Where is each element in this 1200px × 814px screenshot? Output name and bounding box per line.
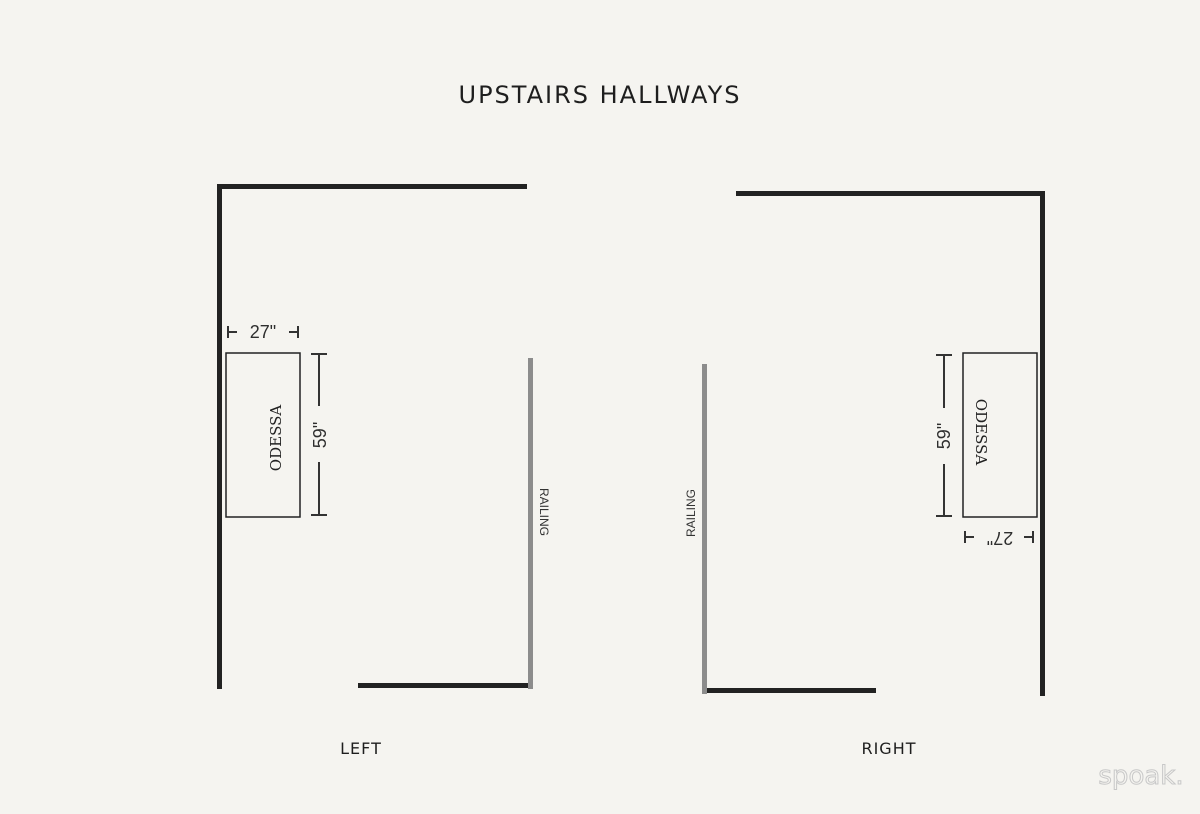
- width-dimension: 27": [250, 322, 276, 342]
- left-hallway: RAILING ODESSA 27" 59" LEFT: [217, 184, 551, 758]
- railing-label: RAILING: [684, 489, 698, 537]
- odessa-bed: [962, 352, 1038, 518]
- length-dimension: 59": [310, 422, 330, 448]
- right-label: RIGHT: [861, 739, 916, 758]
- furniture-label: ODESSA: [972, 399, 990, 466]
- page-title: UPSTAIRS HALLWAYS: [459, 81, 742, 109]
- length-dimension-line: [936, 354, 952, 517]
- watermark-logo: spoak.: [1098, 761, 1183, 791]
- length-dimension: 59": [934, 423, 954, 449]
- railing-label: RAILING: [537, 488, 551, 536]
- width-dimension: 27": [987, 528, 1013, 548]
- length-dimension-line: [311, 353, 327, 516]
- width-dimension-line: [964, 531, 1034, 543]
- right-hallway: RAILING ODESSA 27" 59" RIGHT: [684, 191, 1045, 758]
- width-dimension-line: [227, 326, 299, 338]
- furniture-label: ODESSA: [267, 405, 285, 472]
- odessa-bed: [225, 352, 301, 518]
- left-label: LEFT: [340, 739, 382, 758]
